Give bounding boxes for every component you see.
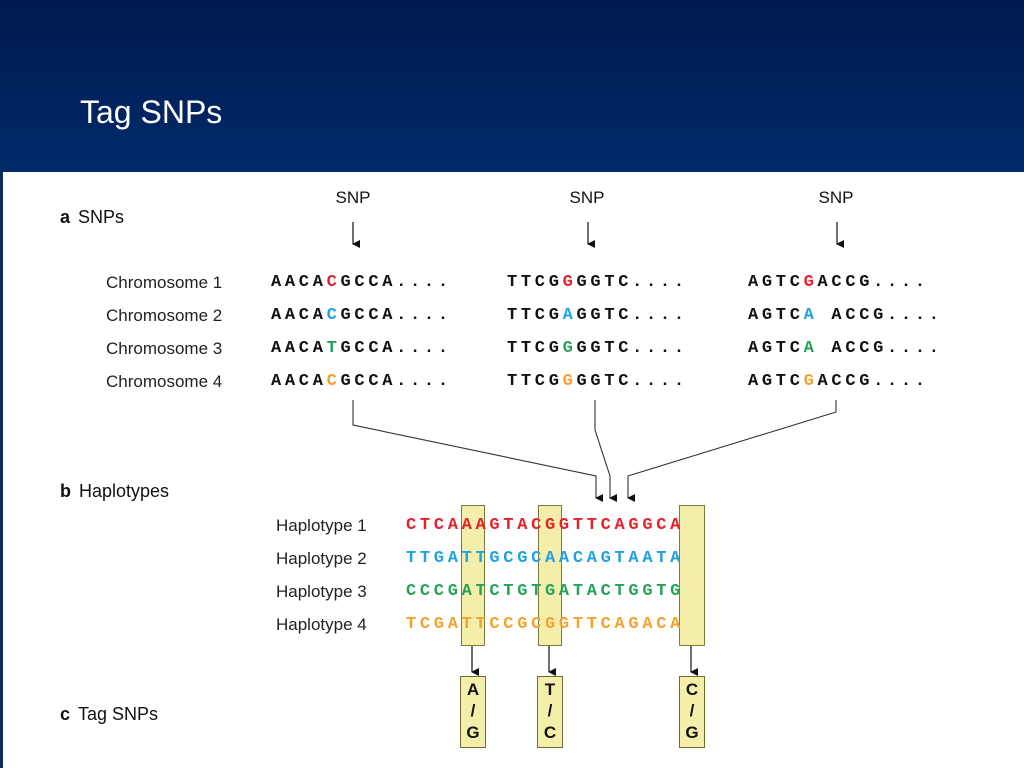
tag-snp-column-2: [538, 505, 562, 646]
snp-base: C: [326, 306, 341, 325]
sequence-prefix: AGTC: [748, 339, 804, 358]
connector-snp1: [352, 400, 603, 502]
chromosome-label-1: Chromosome 1: [106, 273, 223, 292]
tag-snp-sep: /: [547, 701, 553, 720]
snp-base: G: [803, 372, 818, 391]
tag-snp-bottom: G: [685, 723, 699, 742]
haplotype-sequence-3: CCCGATCTGTGATACTGGTG: [406, 582, 685, 601]
tag-snp-top: C: [685, 680, 699, 699]
snp-base: A: [562, 306, 577, 325]
slide-header: Tag SNPs: [0, 0, 1024, 172]
tag-snp-column-1: [461, 505, 485, 646]
snp-marker-label-3: SNP: [818, 188, 854, 207]
haplotype-sequence-4: TCGATTCCGCGGTTCAGACA: [406, 615, 685, 634]
chromosome-label-4: Chromosome 4: [106, 372, 223, 391]
tag-snp-top: T: [544, 680, 556, 699]
sequence-prefix: TTCG: [507, 306, 563, 325]
sequence-prefix: AGTC: [748, 306, 804, 325]
chromosome-2-segment-1: AACACGCCA....: [271, 305, 452, 327]
snp-marker-label-2: SNP: [569, 188, 605, 207]
chromosome-1-segment-2: TTCGGGGTC....: [507, 272, 688, 294]
chromosome-2-segment-2: TTCGAGGTC....: [507, 305, 688, 327]
sequence-suffix: ACCG....: [817, 273, 929, 292]
chromosome-4-segment-3: AGTCGACCG....: [748, 371, 929, 393]
snp-base: C: [326, 372, 341, 391]
snp-base: T: [326, 339, 341, 358]
chromosome-label-3: Chromosome 3: [106, 339, 223, 358]
chromosome-2-segment-3: AGTCA ACCG....: [748, 305, 943, 327]
haplotype-sequence-1: CTCAAAGTACGGTTCAGGCA: [406, 516, 685, 535]
tag-snp-sep: /: [689, 701, 695, 720]
sequence-prefix: AACA: [271, 273, 327, 292]
haplotype-label-3: Haplotype 3: [276, 582, 367, 601]
sequence-suffix: GCCA....: [340, 372, 452, 391]
tag-snp-bottom: C: [543, 723, 557, 742]
connector-snp3: [627, 400, 837, 502]
sequence-prefix: AGTC: [748, 372, 804, 391]
snp-base: C: [326, 273, 341, 292]
sequence-suffix: GGTC....: [576, 306, 688, 325]
chromosome-3-segment-3: AGTCA ACCG....: [748, 338, 943, 360]
sequence-suffix: GGTC....: [576, 339, 688, 358]
tag-snp-box-2: T / C: [537, 676, 563, 748]
snp-base: G: [562, 339, 577, 358]
sequence-prefix: AACA: [271, 372, 327, 391]
chromosome-1-segment-3: AGTCGACCG....: [748, 272, 929, 294]
sequence-suffix: GGTC....: [576, 372, 688, 391]
chromosome-4-segment-1: AACACGCCA....: [271, 371, 452, 393]
sequence-suffix: ACCG....: [817, 306, 943, 325]
sequence-prefix: AACA: [271, 306, 327, 325]
sequence-suffix: GCCA....: [340, 339, 452, 358]
chromosome-3-segment-1: AACATGCCA....: [271, 338, 452, 360]
chromosome-3-segment-2: TTCGGGGTC....: [507, 338, 688, 360]
sequence-suffix: GCCA....: [340, 273, 452, 292]
snp-marker-label-1: SNP: [335, 188, 371, 207]
sequence-suffix: GGTC....: [576, 273, 688, 292]
sequence-prefix: TTCG: [507, 273, 563, 292]
snp-base: G: [803, 273, 818, 292]
slide-left-border: [0, 172, 3, 768]
sequence-suffix: GCCA....: [340, 306, 452, 325]
slide-title: Tag SNPs: [80, 94, 223, 130]
snp-base: G: [562, 273, 577, 292]
sequence-prefix: TTCG: [507, 372, 563, 391]
tag-snp-top: A: [466, 680, 480, 699]
sequence-prefix: AACA: [271, 339, 327, 358]
connector-snp2: [594, 400, 617, 502]
sequence-suffix: ACCG....: [817, 339, 943, 358]
tag-snp-bottom: G: [466, 723, 480, 742]
tag-snp-sep: /: [470, 701, 476, 720]
snp-base: A: [803, 339, 818, 358]
sequence-prefix: AGTC: [748, 273, 804, 292]
sequence-prefix: TTCG: [507, 339, 563, 358]
snp-base: A: [803, 306, 818, 325]
tag-snp-column-3: [679, 505, 705, 646]
chromosome-label-2: Chromosome 2: [106, 306, 223, 325]
tag-snp-box-1: A / G: [460, 676, 486, 748]
sequence-suffix: ACCG....: [817, 372, 929, 391]
haplotype-sequence-2: TTGATTGCGCAACAGTAATA: [406, 549, 685, 568]
haplotype-label-4: Haplotype 4: [276, 615, 367, 634]
haplotype-label-1: Haplotype 1: [276, 516, 367, 535]
chromosome-4-segment-2: TTCGGGGTC....: [507, 371, 688, 393]
tag-snp-box-3: C / G: [679, 676, 705, 748]
chromosome-1-segment-1: AACACGCCA....: [271, 272, 452, 294]
haplotype-label-2: Haplotype 2: [276, 549, 367, 568]
snp-base: G: [562, 372, 577, 391]
